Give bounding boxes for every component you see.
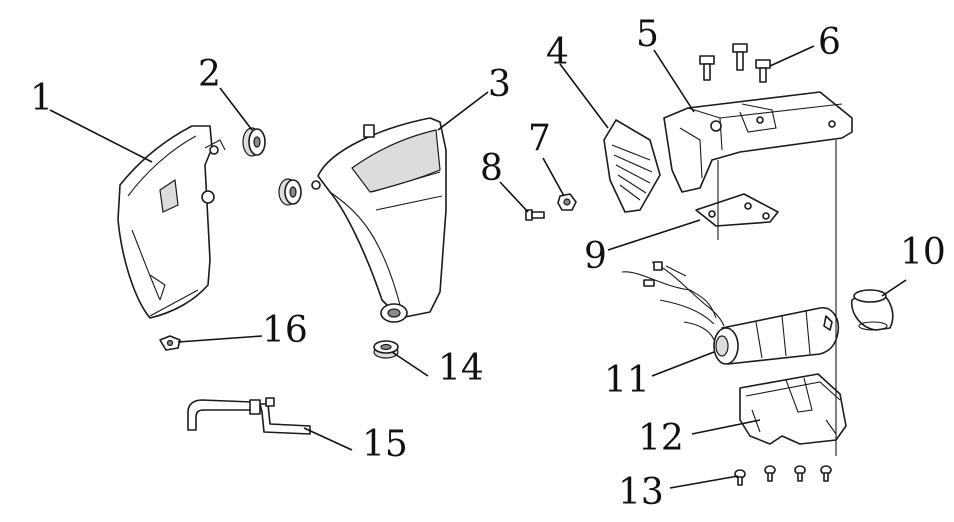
part-10-ring [851,289,894,331]
callout-1: 1 [30,78,53,119]
part-2-grommet [242,127,266,157]
part-11-canister [621,261,840,365]
part-12-cover [739,373,847,445]
part-1-side-cover [117,125,226,319]
callout-6: 6 [818,22,841,63]
part-13-screws [734,465,832,486]
callout-3: 3 [488,64,511,105]
part-15-hose [187,397,311,435]
callout-2: 2 [198,54,221,95]
part-4-grille [603,119,661,213]
callout-12: 12 [638,418,684,459]
callout-4: 4 [546,32,569,73]
callout-7: 7 [528,118,551,159]
callout-9: 9 [584,236,607,277]
part-6-bolts [699,43,771,83]
callout-14: 14 [438,348,484,389]
callout-11: 11 [604,360,650,401]
part-3-cover [311,117,447,323]
part-14-grommet [373,340,399,359]
callout-5: 5 [636,14,659,55]
part-16-clip [159,335,181,351]
callout-16: 16 [262,310,308,351]
part-7-nut [557,193,577,211]
callout-15: 15 [362,424,408,465]
grommet-small [278,178,302,206]
callout-10: 10 [900,232,946,273]
part-8-screw [525,209,545,221]
callout-labels: 1 2 3 4 5 6 7 8 9 10 11 12 13 14 15 16 [30,14,946,513]
part-9-plate [695,160,779,240]
callout-8: 8 [480,148,503,189]
part-5-bracket [663,91,853,193]
leader-lines [49,45,907,489]
callout-13: 13 [618,472,664,513]
